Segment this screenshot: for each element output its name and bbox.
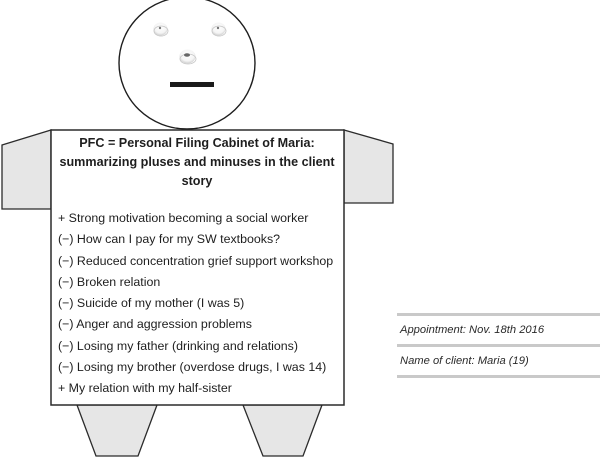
appointment-date: Appointment: Nov. 18th 2016 (400, 324, 545, 336)
pfc-title: PFC = Personal Filing Cabinet of Maria: … (51, 134, 343, 191)
nose-icon (179, 49, 197, 65)
minus-item: (−) Suicide of my mother (I was 5) (58, 296, 245, 311)
plus-item: + Strong motivation becoming a social wo… (58, 211, 309, 225)
right-arm (343, 129, 394, 204)
plus-item: + My relation with my half-sister (58, 381, 232, 396)
divider (397, 375, 600, 378)
client-name: Name of client: Maria (19) (400, 355, 529, 367)
minus-item: (−) How can I pay for my SW textbooks? (58, 232, 281, 247)
divider (397, 344, 600, 347)
minus-item: (−) Losing my father (drinking and relat… (58, 338, 299, 353)
personal-filing-cabinet: PFC = Personal Filing Cabinet of Maria: … (51, 130, 343, 404)
mouth (170, 82, 214, 87)
pfc-title-line: story (181, 174, 213, 188)
right-eye-icon (211, 22, 227, 37)
minus-item: (−) Broken relation (58, 274, 161, 289)
appointment-info-panel: Appointment: Nov. 18th 2016 Name of clie… (397, 313, 600, 378)
minus-item: (−) Anger and aggression problems (58, 317, 252, 332)
head (118, 0, 256, 130)
left-arm (1, 129, 52, 210)
left-eye-icon (153, 22, 169, 37)
right-leg (242, 404, 323, 457)
pfc-title-line: summarizing pluses and minuses in the cl… (59, 155, 335, 169)
minus-item: (−) Reduced concentration grief support … (58, 253, 334, 268)
body-box-outline (50, 129, 345, 406)
minus-item: (−) Losing my brother (overdose drugs, I… (58, 360, 327, 375)
pfc-items-list: + Strong motivation becoming a social wo… (58, 208, 333, 400)
divider (397, 313, 600, 316)
pfc-title-line: PFC = Personal Filing Cabinet of Maria: (79, 136, 315, 150)
left-leg (76, 404, 158, 457)
